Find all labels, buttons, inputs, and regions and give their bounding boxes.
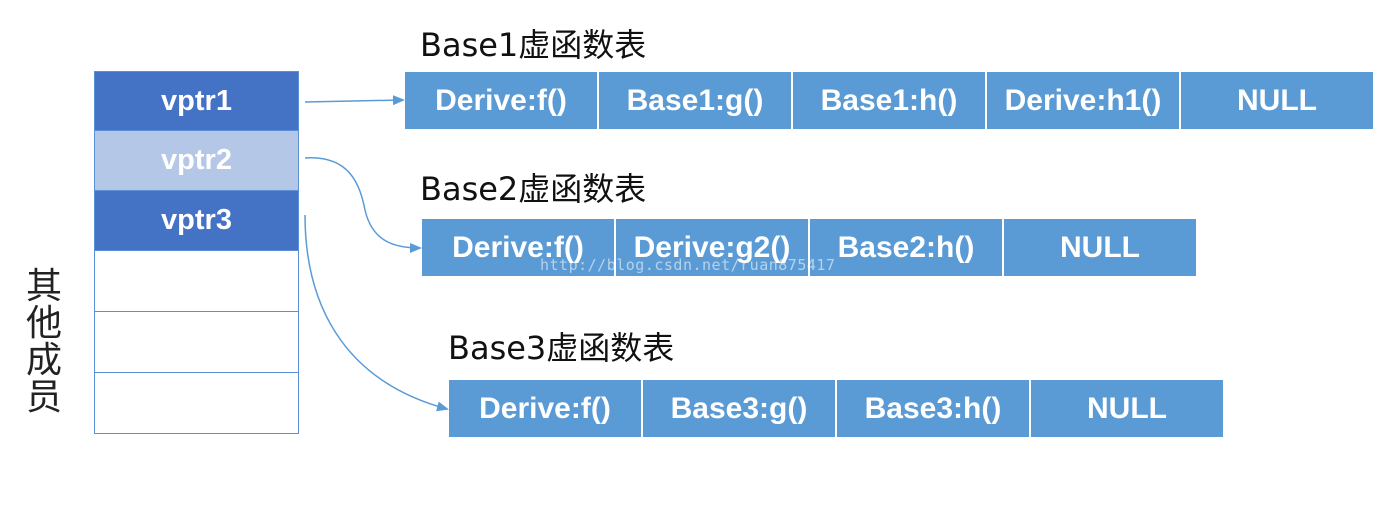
vtable-entry: Derive:f() [405, 72, 599, 129]
base2-vtable-title: Base2虚函数表 [420, 170, 647, 208]
vtable-entry-null: NULL [1004, 219, 1196, 276]
vptr1-arrow [304, 95, 405, 106]
vtable-entry: Base1:h() [793, 72, 987, 129]
vtable-entry: Base2:h() [810, 219, 1004, 276]
base2-vtable: Derive:f() Derive:g2() Base2:h() NULL [422, 219, 1196, 276]
vtable-entry: Derive:h1() [987, 72, 1181, 129]
vtable-entry: Derive:f() [422, 219, 616, 276]
vtable-entry-null: NULL [1031, 380, 1223, 437]
base1-vtable: Derive:f() Base1:g() Base1:h() Derive:h1… [405, 72, 1373, 129]
member-slot [94, 251, 299, 312]
vptr1-slot: vptr1 [94, 71, 299, 131]
vtable-entry: Base1:g() [599, 72, 793, 129]
base1-vtable-title: Base1虚函数表 [420, 26, 647, 64]
vtable-entry: Derive:f() [449, 380, 643, 437]
vptr3-arrow [304, 214, 449, 412]
member-slot [94, 373, 299, 434]
base3-vtable-title: Base3虚函数表 [448, 329, 675, 367]
vtable-entry: Base3:g() [643, 380, 837, 437]
watermark: http://blog.csdn.net/ruan875417 [540, 256, 836, 274]
vptr3-slot: vptr3 [94, 191, 299, 251]
base3-vtable: Derive:f() Base3:g() Base3:h() NULL [449, 380, 1223, 437]
member-slot [94, 312, 299, 373]
other-members-label: 其他成员 [25, 266, 62, 418]
vtable-entry-null: NULL [1181, 72, 1373, 129]
object-layout: vptr1 vptr2 vptr3 [94, 71, 299, 434]
vtable-entry: Base3:h() [837, 380, 1031, 437]
vptr2-arrow [304, 157, 422, 253]
vtable-entry: Derive:g2() [616, 219, 810, 276]
vptr2-slot: vptr2 [94, 131, 299, 191]
